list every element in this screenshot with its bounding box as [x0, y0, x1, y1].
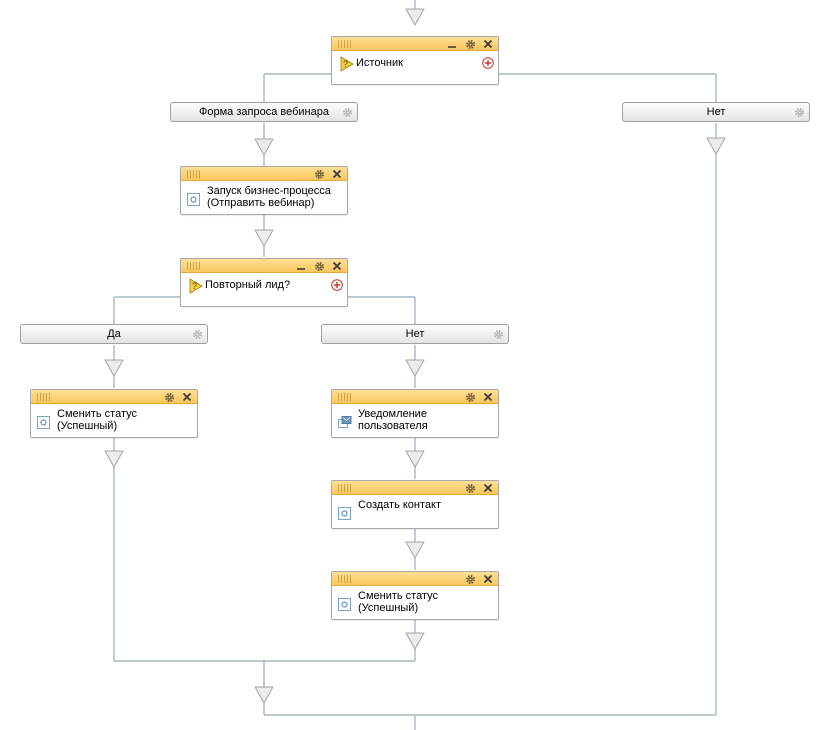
block-header[interactable]: [31, 390, 197, 404]
activity-icon: [338, 507, 351, 523]
activity-icon: [338, 598, 351, 614]
arrow-down-icon: [104, 359, 124, 377]
branch-label: Да: [107, 328, 121, 340]
close-icon[interactable]: [331, 168, 343, 180]
notify-icon: [338, 416, 352, 432]
condition-icon: ?: [338, 56, 354, 75]
close-icon[interactable]: [181, 391, 193, 403]
block-header[interactable]: [332, 390, 498, 404]
block-header[interactable]: [181, 259, 347, 273]
block-header[interactable]: [332, 37, 498, 51]
branch-label: Нет: [706, 106, 726, 118]
gear-icon[interactable]: [464, 391, 476, 403]
gear-icon[interactable]: [464, 38, 476, 50]
create-contact-block[interactable]: Создать контакт: [331, 480, 499, 529]
block-title: Сменить статус (Успешный): [358, 590, 438, 614]
branch-source-no[interactable]: Нет: [622, 102, 810, 122]
condition-icon: ?: [187, 278, 203, 297]
close-icon[interactable]: [331, 260, 343, 272]
close-icon[interactable]: [482, 38, 494, 50]
activity-icon: [187, 193, 200, 209]
source-condition-block[interactable]: ? Источник: [331, 36, 499, 85]
drag-handle[interactable]: [187, 170, 201, 178]
gear-icon[interactable]: [464, 573, 476, 585]
block-title: Повторный лид?: [205, 279, 291, 291]
arrow-down-icon: [405, 359, 425, 377]
block-title: Уведомление пользователя: [358, 408, 428, 432]
gear-icon[interactable]: [313, 168, 325, 180]
repeat-lead-condition-block[interactable]: ? Повторный лид?: [180, 258, 348, 307]
minimize-icon[interactable]: [446, 38, 458, 50]
minimize-icon[interactable]: [295, 260, 307, 272]
arrow-down-icon: [405, 450, 425, 468]
notify-user-block[interactable]: Уведомление пользователя: [331, 389, 499, 438]
drag-handle[interactable]: [338, 484, 352, 492]
gear-icon[interactable]: [342, 106, 353, 124]
close-icon[interactable]: [482, 573, 494, 585]
arrow-down-icon: [405, 8, 425, 26]
branch-repeat-no[interactable]: Нет: [321, 324, 509, 344]
drag-handle[interactable]: [187, 262, 201, 270]
add-branch-icon[interactable]: [331, 279, 343, 294]
svg-text:?: ?: [192, 281, 197, 291]
change-status-yes-block[interactable]: Сменить статус (Успешный): [30, 389, 198, 438]
drag-handle[interactable]: [338, 40, 352, 48]
gear-icon[interactable]: [313, 260, 325, 272]
flow-arrows: [104, 8, 726, 704]
arrow-down-icon: [254, 686, 274, 704]
block-title: Создать контакт: [358, 499, 441, 511]
add-branch-icon[interactable]: [482, 57, 494, 72]
block-title: Сменить статус (Успешный): [57, 408, 137, 432]
gear-icon[interactable]: [794, 106, 805, 124]
svg-text:?: ?: [343, 59, 348, 69]
block-title: Запуск бизнес-процесса (Отправить вебина…: [207, 185, 331, 209]
drag-handle[interactable]: [37, 393, 51, 401]
arrow-down-icon: [254, 229, 274, 247]
arrow-down-icon: [706, 137, 726, 155]
block-header[interactable]: [332, 572, 498, 586]
gear-icon[interactable]: [163, 391, 175, 403]
branch-repeat-yes[interactable]: Да: [20, 324, 208, 344]
gear-icon[interactable]: [464, 482, 476, 494]
block-header[interactable]: [181, 167, 347, 181]
gear-icon[interactable]: [493, 328, 504, 346]
arrow-down-icon: [254, 138, 274, 156]
block-title: Источник: [356, 57, 403, 69]
activity-icon: [37, 416, 50, 432]
close-icon[interactable]: [482, 482, 494, 494]
start-process-block[interactable]: Запуск бизнес-процесса (Отправить вебина…: [180, 166, 348, 215]
gear-icon[interactable]: [192, 328, 203, 346]
drag-handle[interactable]: [338, 393, 352, 401]
branch-label: Форма запроса вебинара: [199, 106, 329, 118]
arrow-down-icon: [405, 632, 425, 650]
block-header[interactable]: [332, 481, 498, 495]
change-status-no-block[interactable]: Сменить статус (Успешный): [331, 571, 499, 620]
drag-handle[interactable]: [338, 575, 352, 583]
arrow-down-icon: [104, 450, 124, 468]
close-icon[interactable]: [482, 391, 494, 403]
arrow-down-icon: [405, 541, 425, 559]
branch-webinar-form[interactable]: Форма запроса вебинара: [170, 102, 358, 122]
branch-label: Нет: [405, 328, 425, 340]
